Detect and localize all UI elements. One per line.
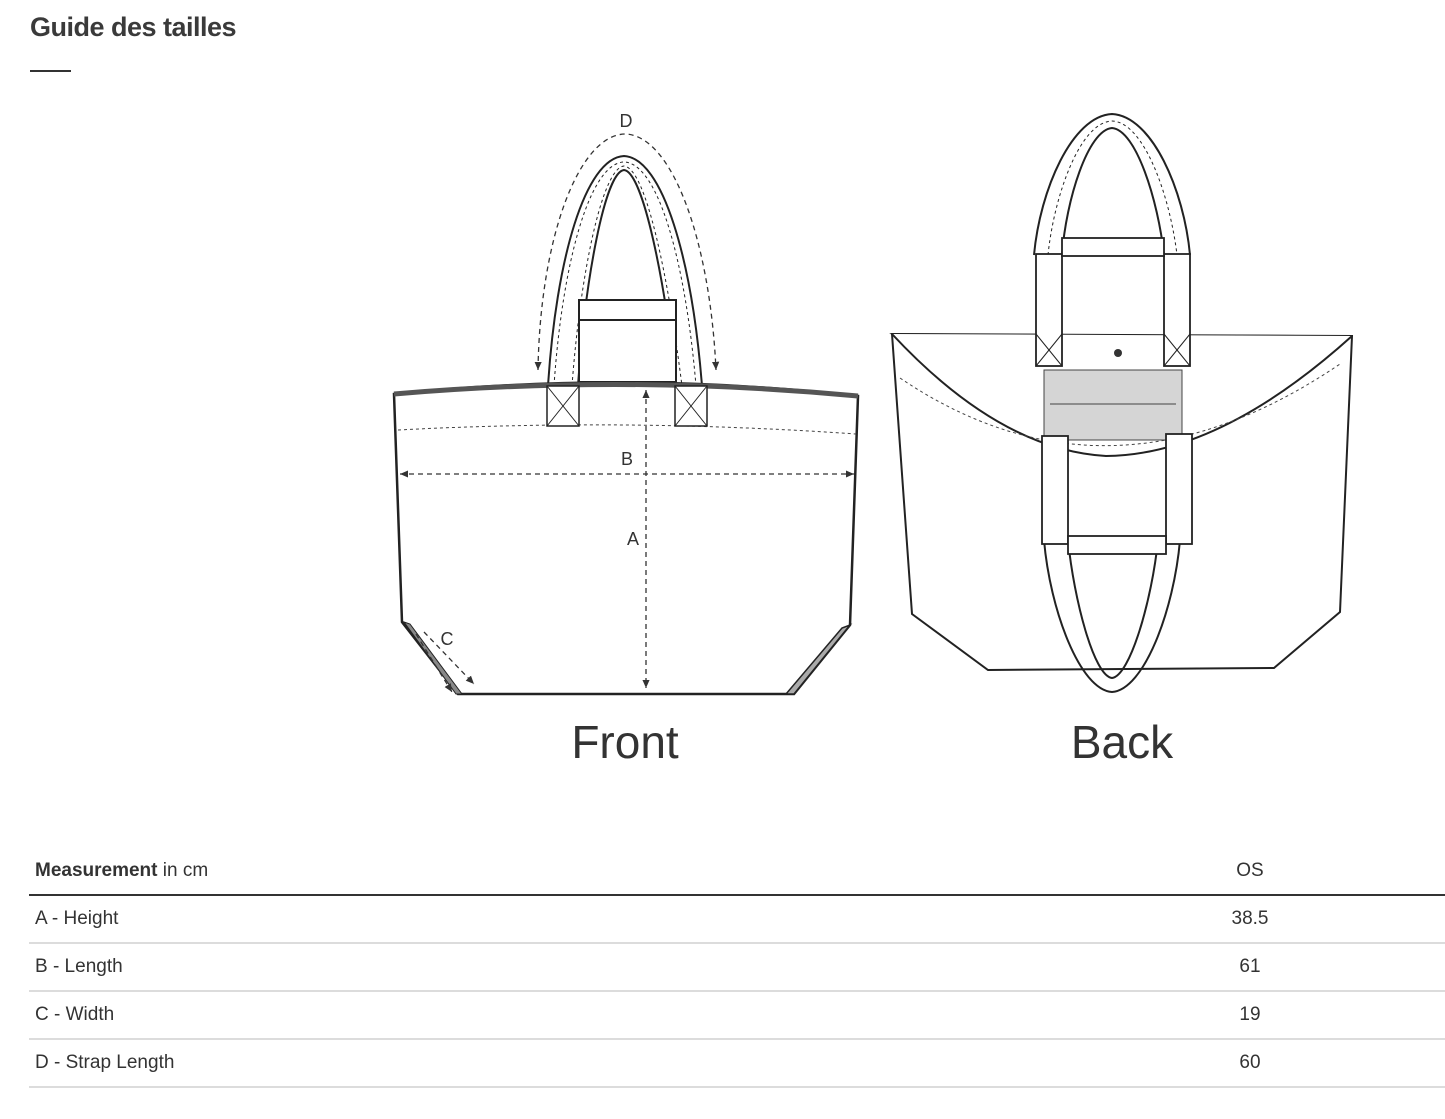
row-label: C - Width (29, 991, 1061, 1040)
measure-label-b: B (621, 449, 633, 469)
measure-label-d: D (620, 111, 633, 131)
front-caption: Front (571, 716, 679, 768)
table-header-size: OS (1061, 848, 1445, 896)
measure-label-a: A (627, 529, 639, 549)
measurement-heading: Measurement (35, 860, 158, 881)
size-table: Measurement in cm OS A - Height 38.5 B -… (29, 848, 1445, 1088)
row-value: 60 (1061, 1039, 1445, 1088)
front-view: D B A C Front (392, 111, 860, 768)
row-value: 38.5 (1061, 895, 1445, 944)
front-handle (547, 154, 703, 387)
measure-lines (400, 133, 854, 693)
table-header-row: Measurement in cm OS (29, 848, 1445, 896)
row-value: 19 (1061, 991, 1445, 1040)
table-row: B - Length 61 (29, 943, 1445, 992)
tote-bag-diagram: D B A C Front (392, 111, 1354, 768)
page-title: Guide des tailles (30, 12, 237, 42)
table-row: C - Width 19 (29, 991, 1445, 1040)
title-divider (30, 70, 71, 72)
table-row: A - Height 38.5 (29, 895, 1445, 944)
table-row: D - Strap Length 60 (29, 1039, 1445, 1088)
row-label: D - Strap Length (29, 1039, 1061, 1088)
unit-label: in cm (157, 860, 209, 881)
back-view: Back (889, 112, 1354, 768)
measure-label-c: C (441, 629, 454, 649)
row-label: A - Height (29, 895, 1061, 944)
row-label: B - Length (29, 943, 1061, 992)
row-value: 61 (1061, 943, 1445, 992)
back-caption: Back (1071, 716, 1174, 768)
table-header-measurement: Measurement in cm (29, 848, 1061, 896)
